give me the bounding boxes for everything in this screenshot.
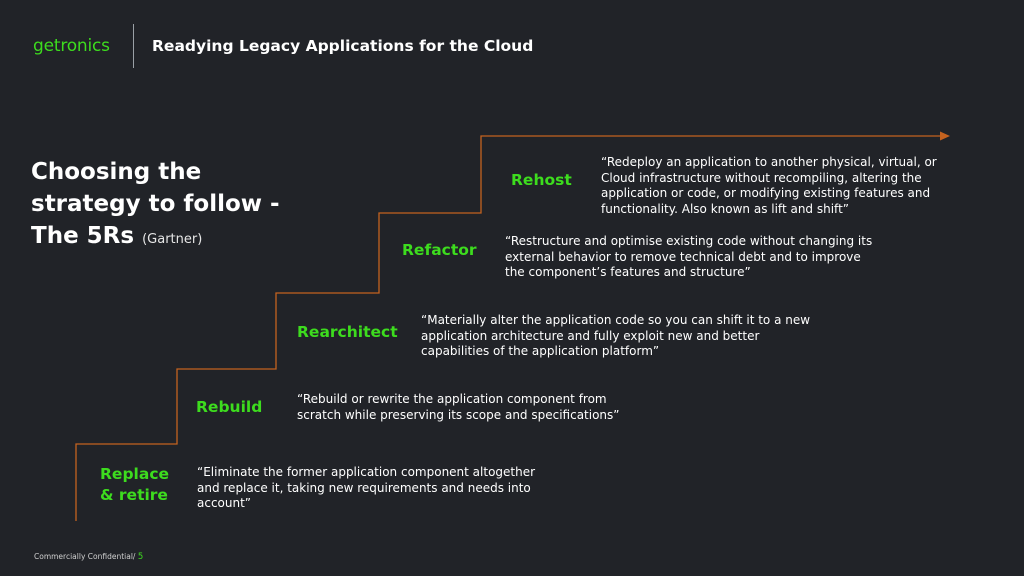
- step-description-rearchitect: “Materially alter the application code s…: [421, 313, 811, 359]
- staircase-line: [75, 135, 942, 521]
- page-number: 5: [137, 552, 144, 562]
- title-source: (Gartner): [142, 232, 203, 247]
- getronics-logo: getronics: [33, 36, 110, 56]
- step-description-rehost: “Redeploy an application to another phys…: [601, 155, 937, 216]
- footer-separator: /: [132, 552, 136, 561]
- page-title: Choosing the strategy to follow - The 5R…: [31, 156, 331, 256]
- footer-confidential: Commercially Confidential: [34, 552, 133, 561]
- header-divider: [133, 24, 134, 68]
- step-label-rehost: Rehost: [511, 171, 572, 189]
- title-line-3: The 5Rs (Gartner): [31, 220, 331, 256]
- title-5rs: The 5Rs: [31, 223, 135, 249]
- step-label-rearchitect: Rearchitect: [297, 323, 398, 341]
- step-description-replace-retire: “Eliminate the former application compon…: [197, 465, 536, 511]
- step-description-rebuild: “Rebuild or rewrite the application comp…: [297, 392, 620, 422]
- title-line-1: Choosing the: [31, 159, 202, 185]
- arrowhead-icon: [940, 131, 950, 141]
- footer: Commercially Confidential/ 5: [34, 552, 143, 562]
- step-description-refactor: “Restructure and optimise existing code …: [505, 234, 873, 280]
- header-title: Readying Legacy Applications for the Clo…: [152, 37, 534, 55]
- title-line-2: strategy to follow -: [31, 191, 280, 217]
- step-label-rebuild: Rebuild: [196, 398, 263, 416]
- step-label-refactor: Refactor: [402, 241, 477, 259]
- step-label-replace-retire: Replace & retire: [100, 465, 170, 504]
